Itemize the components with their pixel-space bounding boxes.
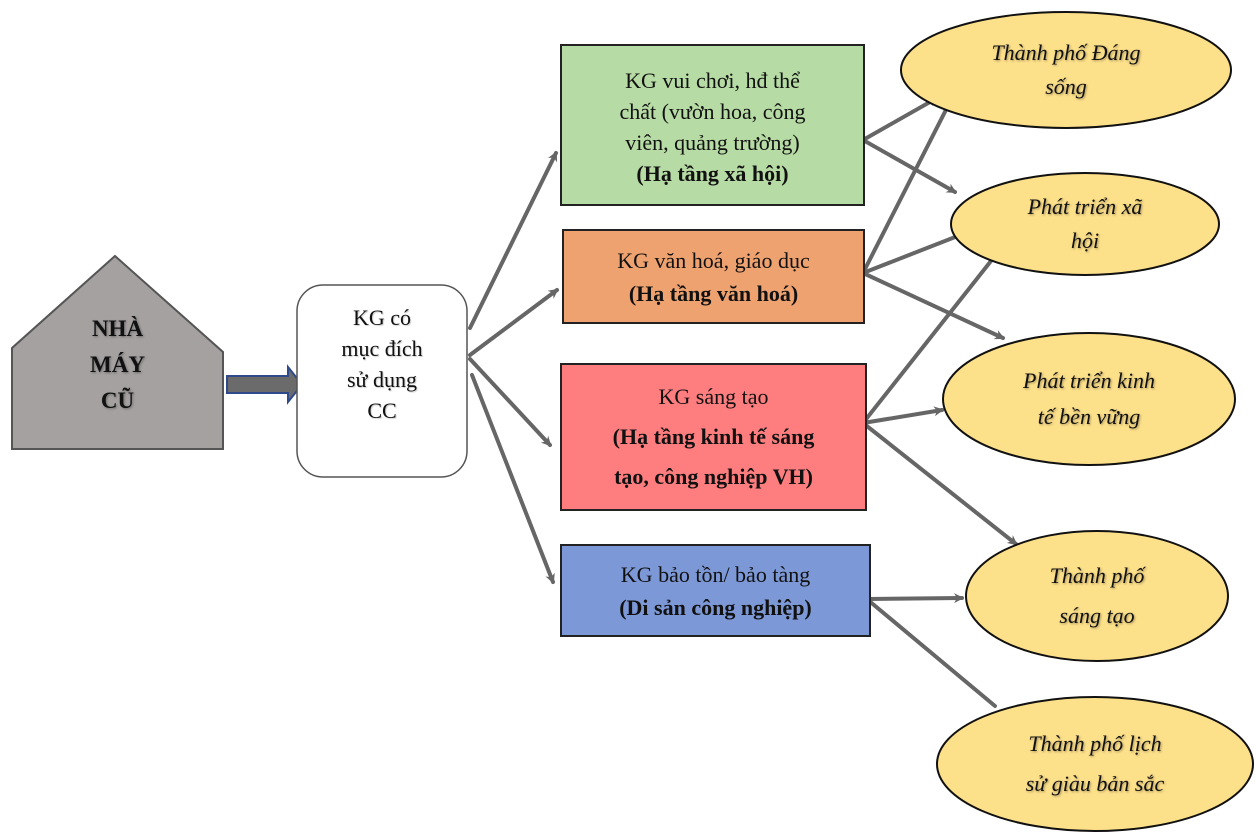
outcome-line: Thành phố lịch xyxy=(1028,730,1162,756)
category-line: KG vui chơi, hđ thể xyxy=(625,68,800,93)
arrow-culture-education-to-social-development xyxy=(861,230,970,275)
outcome-line: sống xyxy=(1045,74,1087,99)
old-factory-line: CŨ xyxy=(100,388,135,413)
outcome-ellipse-social-development xyxy=(950,172,1220,276)
outcome-line: sáng tạo xyxy=(1059,603,1135,628)
outcome-ellipse-sustainable-economy xyxy=(942,332,1236,466)
outcome-ellipse-livable-city xyxy=(900,11,1232,129)
outcome-line: Thành phố xyxy=(1049,563,1145,588)
outcome-line: sử giàu bản sắc xyxy=(1025,770,1165,796)
arrow-creative-to-sustainable-economy xyxy=(861,406,944,425)
category-box-recreation xyxy=(560,44,865,206)
hub-line: sử dụng xyxy=(347,367,417,392)
outcome-line: tế bền vững xyxy=(1037,404,1141,429)
hub-label: KG có mục đích sử dụng CC xyxy=(297,284,467,444)
category-line: KG sáng tạo xyxy=(658,384,769,409)
outcome-line: Phát triển xã xyxy=(1027,194,1143,219)
category-box-creative xyxy=(560,363,867,511)
category-label-recreation: KG vui chơi, hđ thể chất (vườn hoa, công… xyxy=(561,52,864,202)
block-arrow-icon xyxy=(226,364,304,405)
hub-line: CC xyxy=(367,398,397,423)
arrow-culture-education-to-livable-city xyxy=(861,96,954,275)
arrow-heritage-to-creative-city xyxy=(866,593,964,604)
outcome-label-social-development: Phát triển xã hội xyxy=(951,173,1219,275)
category-box-culture-education xyxy=(562,229,865,324)
outcome-ellipse-creative-city xyxy=(965,530,1229,662)
old-factory-line: NHÀ xyxy=(91,316,144,341)
outcome-label-livable-city: Thành phố Đáng sống xyxy=(901,12,1231,128)
category-label-culture-education: KG văn hoá, giáo dục (Hạ tầng văn hoá) xyxy=(563,232,864,321)
hub-node xyxy=(296,284,468,478)
arrow-creative-to-social-development xyxy=(861,245,1004,425)
arrow-recreation-to-livable-city xyxy=(861,96,939,142)
outcome-line: Thành phố Đáng xyxy=(991,40,1141,65)
arrow-public-purpose-space-to-heritage xyxy=(470,373,555,584)
category-subtitle: (Di sản công nghiệp) xyxy=(619,594,812,620)
outcome-label-sustainable-economy: Phát triển kinh tế bền vững xyxy=(943,333,1235,465)
connector-layer xyxy=(468,96,1018,708)
category-line: chất (vườn hoa, công xyxy=(619,99,806,124)
category-subtitle: (Hạ tầng xã hội) xyxy=(636,161,789,186)
arrow-public-purpose-space-to-creative xyxy=(468,357,552,447)
arrow-public-purpose-space-to-recreation xyxy=(468,151,558,330)
old-factory-line: MÁY xyxy=(90,352,145,377)
old-factory-label: NHÀ MÁY CŨ xyxy=(12,290,223,440)
category-label-heritage: KG bảo tồn/ bảo tàng (Di sản công nghiệp… xyxy=(561,547,870,634)
arrow-culture-education-to-sustainable-economy xyxy=(861,271,1005,340)
old-factory-node xyxy=(11,254,224,450)
category-label-creative: KG sáng tạo (Hạ tầng kinh tế sáng tạo, c… xyxy=(561,368,866,506)
outcome-ellipse-heritage-city xyxy=(936,696,1254,832)
arrow-public-purpose-space-to-culture-education xyxy=(468,288,559,357)
outcome-line: Phát triển kinh xyxy=(1023,368,1155,393)
category-subtitle: tạo, công nghiệp VH) xyxy=(614,464,813,489)
category-line: KG bảo tồn/ bảo tàng xyxy=(620,561,811,587)
arrow-creative-to-creative-city xyxy=(861,421,1018,546)
category-box-heritage xyxy=(560,544,871,637)
category-subtitle: (Hạ tầng văn hoá) xyxy=(628,280,799,306)
outcome-label-creative-city: Thành phố sáng tạo xyxy=(966,531,1228,661)
category-line: KG văn hoá, giáo dục xyxy=(617,247,810,273)
arrow-recreation-to-social-development xyxy=(861,138,957,194)
category-line: viên, quảng trường) xyxy=(625,130,800,155)
category-subtitle: (Hạ tầng kinh tế sáng xyxy=(612,424,815,449)
outcome-label-heritage-city: Thành phố lịch sử giàu bản sắc xyxy=(937,697,1253,830)
outcome-line: hội xyxy=(1070,228,1100,253)
hub-line: KG có xyxy=(352,305,412,330)
hub-line: mục đích xyxy=(341,336,423,361)
arrow-heritage-to-heritage-city xyxy=(866,598,997,708)
